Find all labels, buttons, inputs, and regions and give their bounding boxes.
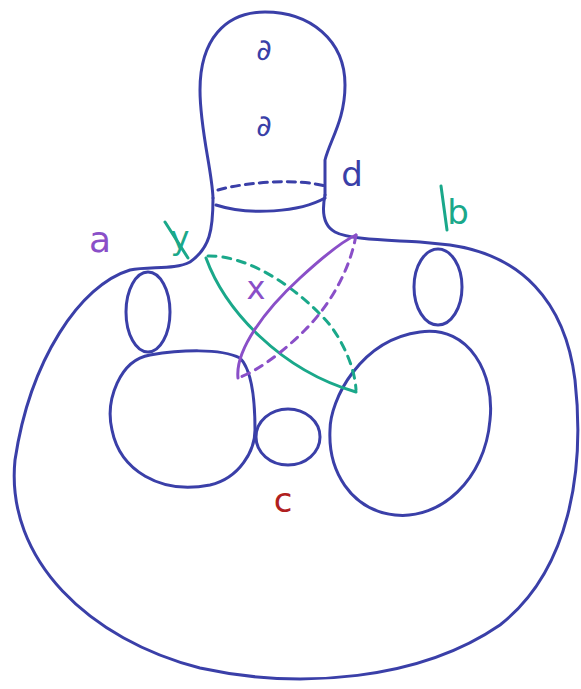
curve-label: x xyxy=(247,272,266,304)
boundary-symbol: ∂ xyxy=(256,35,272,65)
curve-label: d xyxy=(341,157,363,191)
curve-label: a xyxy=(89,222,111,258)
curve-label: y xyxy=(171,222,190,254)
boundary-symbol: ∂ xyxy=(256,111,272,141)
curve-label: b xyxy=(447,195,469,229)
curve-label: c xyxy=(274,483,293,517)
